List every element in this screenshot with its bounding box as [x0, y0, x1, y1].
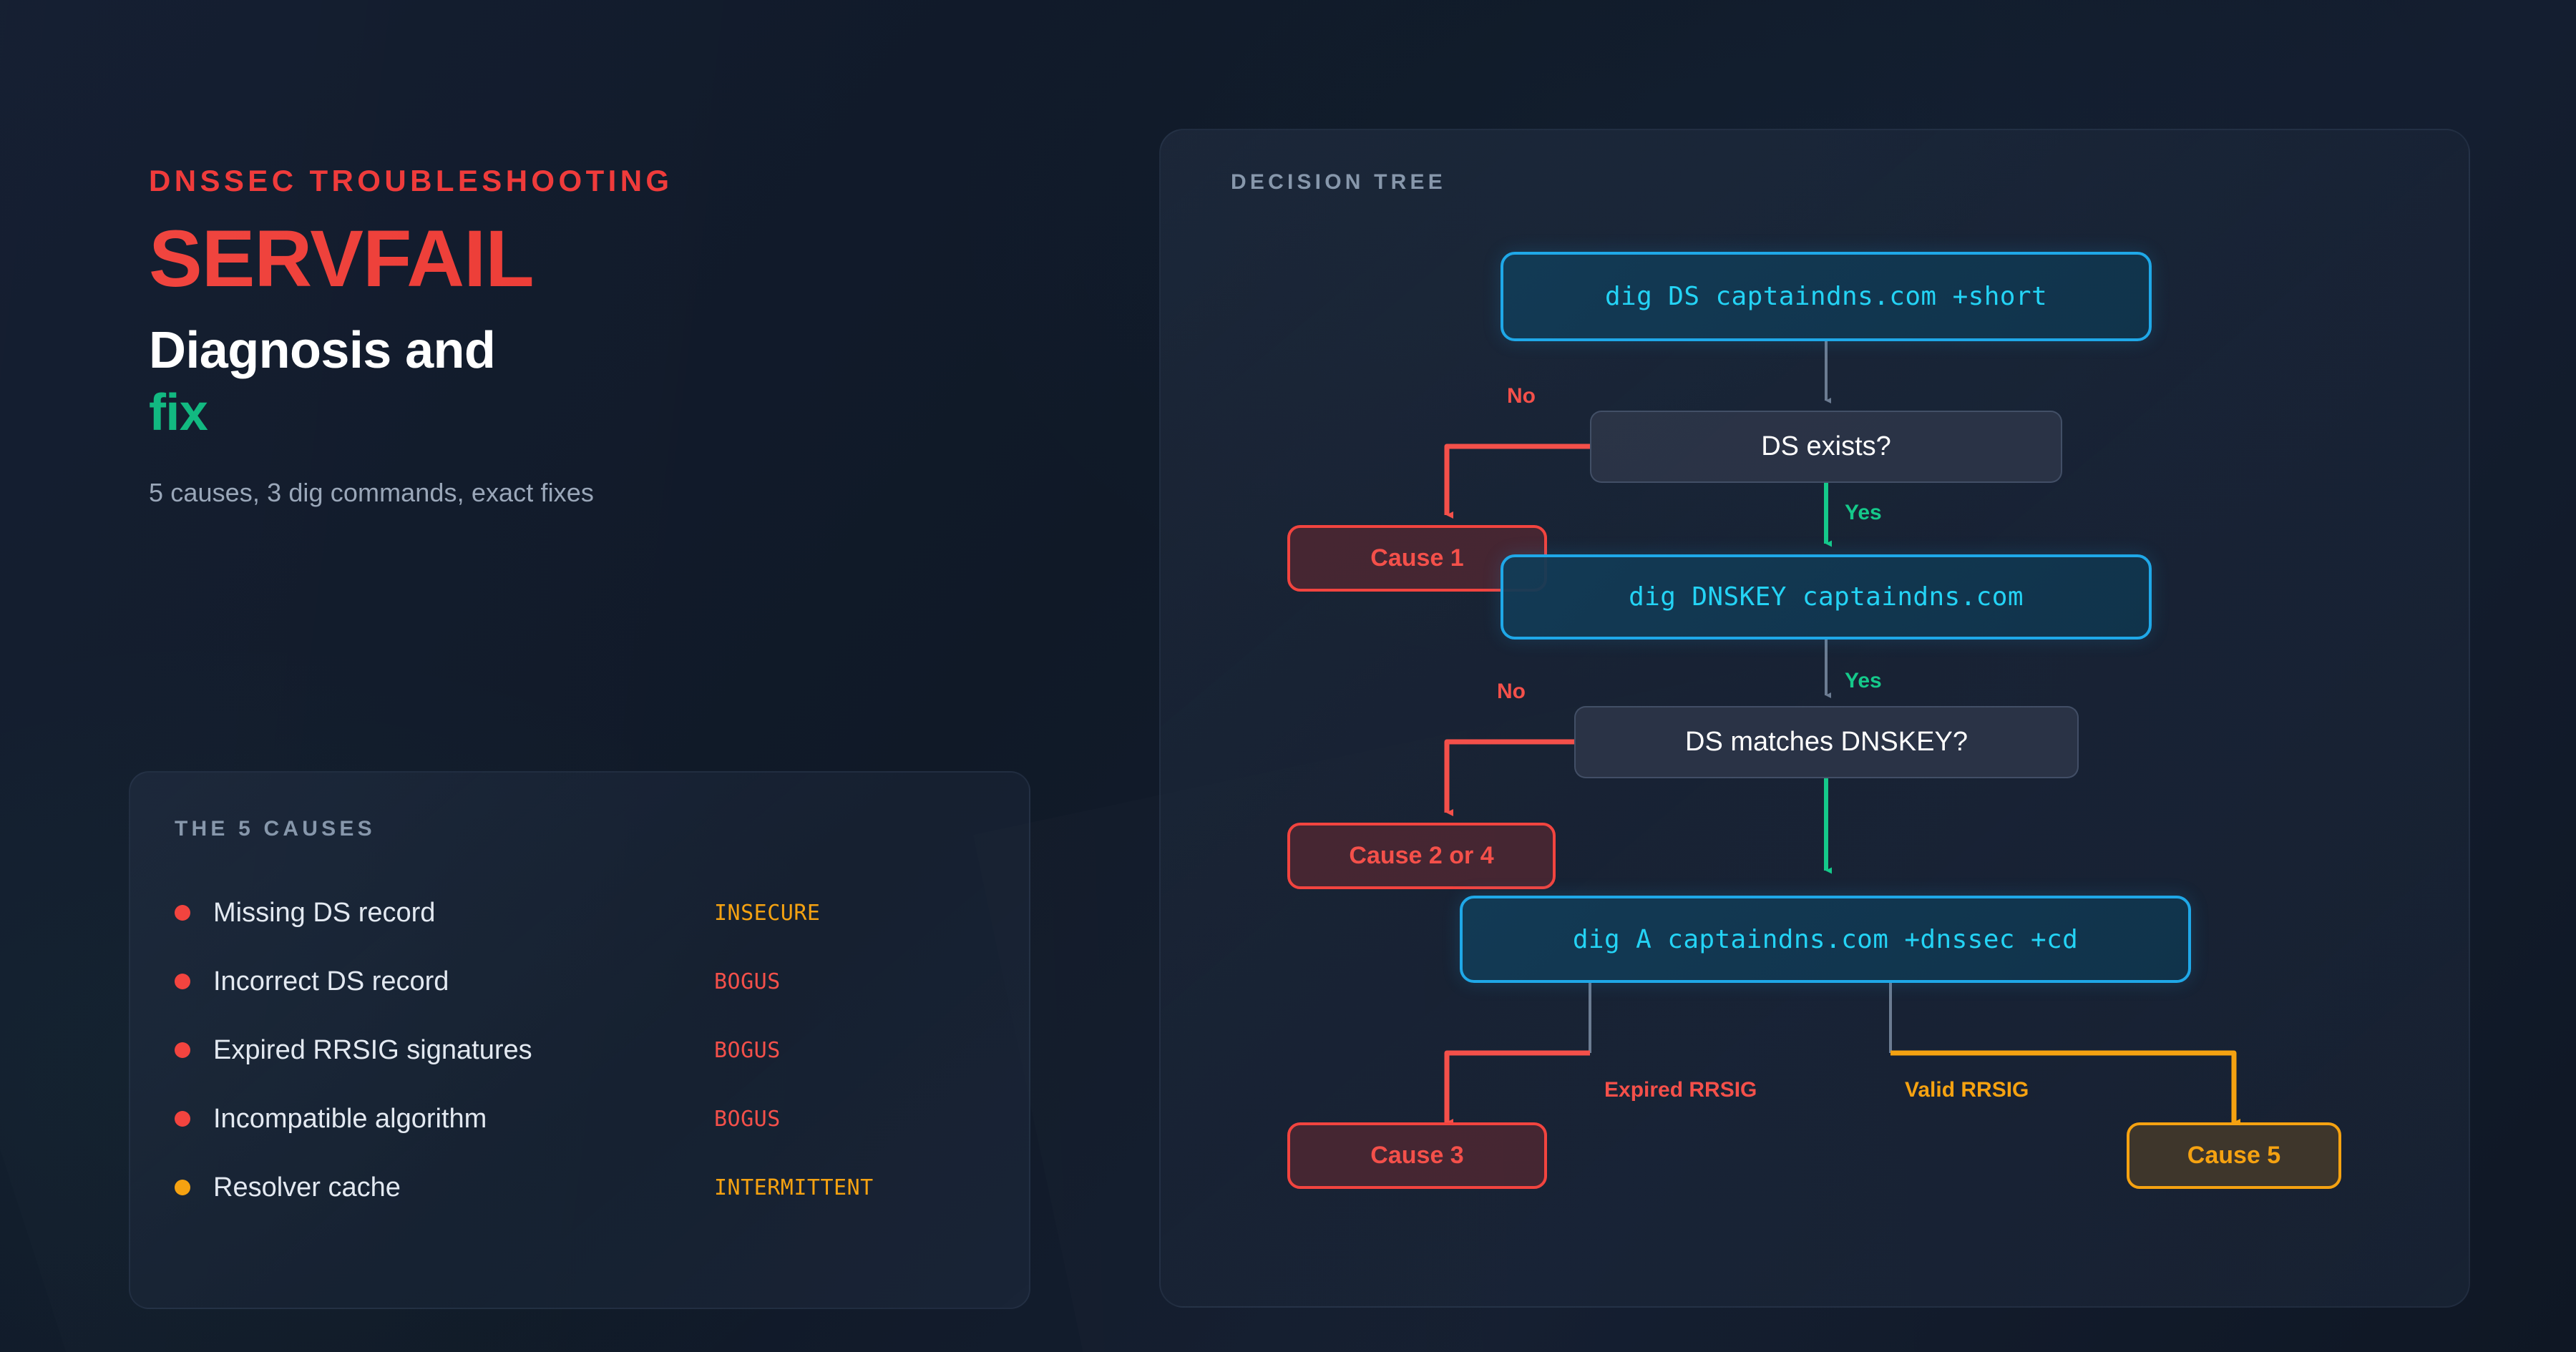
- hero-headline-accent: fix: [149, 384, 208, 442]
- edge-label-q2-yes: Yes: [1845, 669, 1882, 692]
- status-badge: BOGUS: [714, 1037, 781, 1063]
- decision-tree-edges: [1444, 341, 2240, 1126]
- causes-panel: THE 5 CAUSES Missing DS record INSECURE …: [129, 771, 1030, 1309]
- node-command-dig-a-dnssec[interactable]: dig A captaindns.com +dnssec +cd: [1460, 896, 2191, 983]
- node-label: DS matches DNSKEY?: [1685, 727, 1968, 757]
- decision-tree-canvas: dig DS captaindns.com +short DS exists? …: [1161, 130, 2469, 1306]
- node-cause-5[interactable]: Cause 5: [2127, 1122, 2341, 1189]
- bullet-dot-icon: [175, 1111, 190, 1127]
- cause-label: Expired RRSIG signatures: [213, 1034, 532, 1065]
- cause-label: Incompatible algorithm: [213, 1103, 487, 1134]
- node-label: Cause 2 or 4: [1349, 842, 1494, 869]
- bullet-dot-icon: [175, 1180, 190, 1195]
- edge-label-valid-rrsig: Valid RRSIG: [1905, 1078, 2029, 1102]
- node-label: dig A captaindns.com +dnssec +cd: [1572, 924, 2079, 954]
- node-cause-3[interactable]: Cause 3: [1287, 1122, 1547, 1189]
- cause-label: Resolver cache: [213, 1172, 401, 1202]
- list-item: Resolver cache INTERMITTENT: [175, 1153, 990, 1222]
- bullet-dot-icon: [175, 905, 190, 921]
- node-label: dig DNSKEY captaindns.com: [1629, 582, 2024, 612]
- edge-label-q1-yes: Yes: [1845, 501, 1882, 524]
- bullet-dot-icon: [175, 974, 190, 989]
- decision-tree-title: DECISION TREE: [1231, 170, 1446, 194]
- node-command-dig-ds[interactable]: dig DS captaindns.com +short: [1501, 252, 2152, 341]
- hero-headline-line2: Diagnosis and: [149, 322, 496, 380]
- node-label: Cause 1: [1370, 544, 1464, 572]
- bullet-dot-icon: [175, 1042, 190, 1058]
- status-badge: INSECURE: [714, 900, 821, 926]
- status-badge: BOGUS: [714, 969, 781, 994]
- edge-label-expired-rrsig: Expired RRSIG: [1604, 1078, 1757, 1102]
- hero-block: DNSSEC TROUBLESHOOTING SERVFAIL Diagnosi…: [149, 164, 1050, 508]
- causes-panel-title: THE 5 CAUSES: [175, 817, 376, 841]
- node-question-ds-matches-dnskey[interactable]: DS matches DNSKEY?: [1574, 706, 2079, 778]
- cause-label: Missing DS record: [213, 897, 436, 928]
- edge-label-q2-no: No: [1497, 680, 1526, 703]
- node-question-ds-exists[interactable]: DS exists?: [1590, 411, 2062, 483]
- list-item: Incompatible algorithm BOGUS: [175, 1084, 990, 1153]
- node-label: Cause 3: [1370, 1142, 1464, 1169]
- node-label: Cause 5: [2187, 1142, 2281, 1169]
- list-item: Expired RRSIG signatures BOGUS: [175, 1016, 990, 1084]
- decision-tree-panel: DECISION TREE: [1159, 129, 2470, 1308]
- status-badge: INTERMITTENT: [714, 1175, 874, 1200]
- causes-list: Missing DS record INSECURE Incorrect DS …: [175, 878, 990, 1222]
- node-label: DS exists?: [1761, 431, 1891, 461]
- status-badge: BOGUS: [714, 1106, 781, 1132]
- node-label: dig DS captaindns.com +short: [1604, 282, 2048, 311]
- hero-headline-error: SERVFAIL: [149, 219, 1050, 299]
- list-item: Incorrect DS record BOGUS: [175, 947, 990, 1016]
- edge-label-q1-no: No: [1507, 384, 1536, 408]
- node-cause-2-or-4[interactable]: Cause 2 or 4: [1287, 823, 1556, 889]
- node-command-dig-dnskey[interactable]: dig DNSKEY captaindns.com: [1501, 554, 2152, 640]
- hero-eyebrow: DNSSEC TROUBLESHOOTING: [149, 164, 673, 197]
- hero-subtitle: 5 causes, 3 dig commands, exact fixes: [149, 478, 594, 508]
- cause-label: Incorrect DS record: [213, 966, 449, 996]
- list-item: Missing DS record INSECURE: [175, 878, 990, 947]
